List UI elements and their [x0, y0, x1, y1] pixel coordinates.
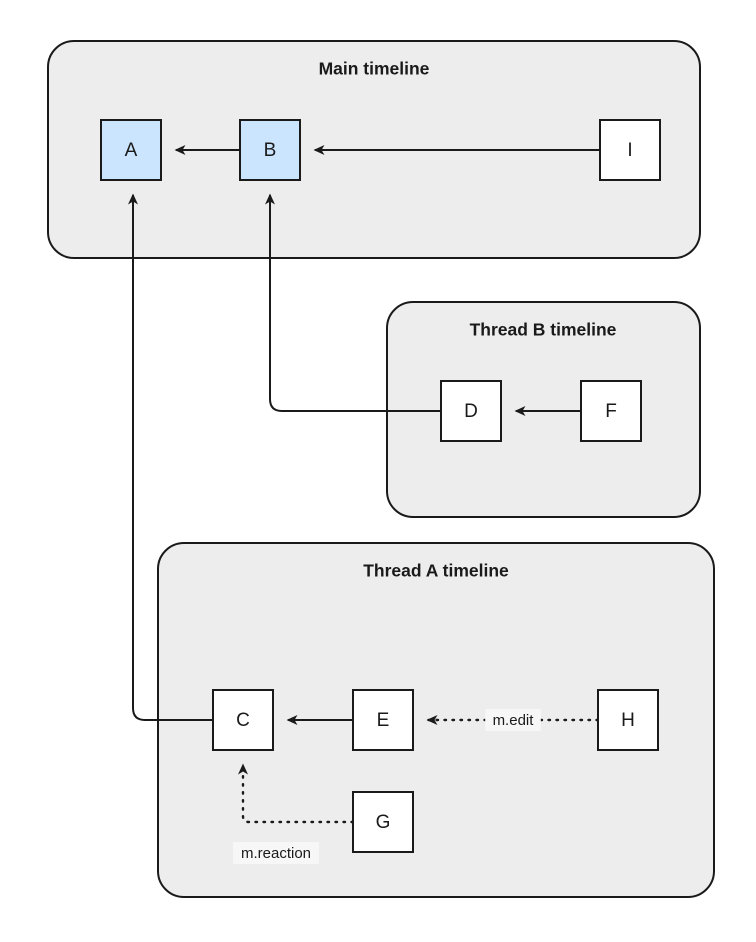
edge-label-H-to-E: m.edit — [493, 712, 535, 729]
group-title-main-timeline: Main timeline — [319, 59, 430, 79]
event-node-A[interactable]: A — [100, 119, 162, 181]
event-node-B[interactable]: B — [239, 119, 301, 181]
event-node-label-H: H — [621, 710, 635, 731]
event-node-box-B[interactable] — [239, 119, 301, 181]
event-node-I[interactable]: I — [599, 119, 661, 181]
event-node-box-E[interactable] — [352, 689, 414, 751]
edge-D-to-B — [265, 193, 441, 412]
event-node-box-G[interactable] — [352, 791, 414, 853]
edge-labels-layer: m.edit m.reaction — [233, 709, 541, 864]
timeline-group-thread-b-timeline — [386, 301, 701, 518]
group-title-thread-a-timeline: Thread A timeline — [363, 561, 509, 581]
edges-layer — [128, 145, 600, 824]
event-node-H[interactable]: H — [597, 689, 659, 751]
event-node-box-D[interactable] — [440, 380, 502, 442]
event-node-box-C[interactable] — [212, 689, 274, 751]
event-node-label-A: A — [125, 140, 138, 161]
event-nodes-layer: A B I D F C E H G — [100, 119, 661, 853]
group-title-thread-b-timeline: Thread B timeline — [470, 320, 617, 340]
event-node-label-F: F — [605, 401, 617, 422]
event-node-box-I[interactable] — [599, 119, 661, 181]
event-node-C[interactable]: C — [212, 689, 274, 751]
event-node-F[interactable]: F — [580, 380, 642, 442]
event-node-box-F[interactable] — [580, 380, 642, 442]
event-node-label-D: D — [464, 401, 478, 422]
edge-label-G-to-C: m.reaction — [241, 845, 311, 862]
edge-C-to-A — [128, 193, 213, 721]
event-node-label-I: I — [627, 140, 632, 161]
event-node-E[interactable]: E — [352, 689, 414, 751]
edge-label-bg-H-to-E — [485, 709, 541, 731]
edge-G-to-C — [238, 763, 355, 824]
event-node-label-G: G — [376, 812, 391, 833]
event-node-label-C: C — [236, 710, 250, 731]
event-node-label-E: E — [377, 710, 390, 731]
event-node-box-H[interactable] — [597, 689, 659, 751]
event-node-label-B: B — [264, 140, 277, 161]
edge-label-bg-G-to-C — [233, 842, 319, 864]
event-node-box-A[interactable] — [100, 119, 162, 181]
event-node-D[interactable]: D — [440, 380, 502, 442]
event-node-G[interactable]: G — [352, 791, 414, 853]
